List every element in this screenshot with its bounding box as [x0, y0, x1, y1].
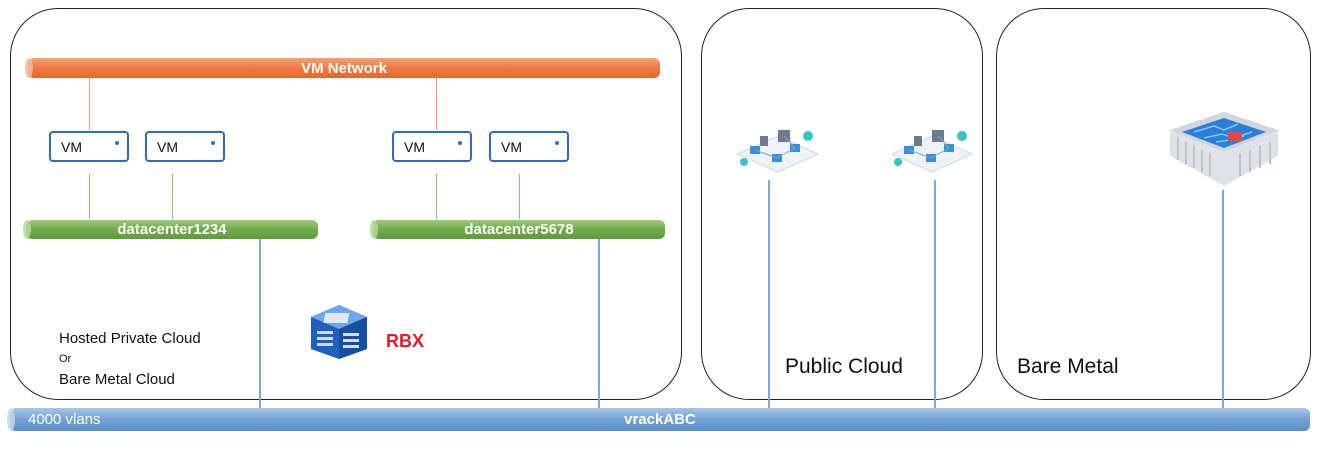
vm-box-2[interactable]: VM — [145, 131, 225, 162]
bare-metal-cloud-label: Bare Metal Cloud — [59, 371, 175, 388]
connector-dc1-vrack — [259, 238, 261, 410]
vm-label: VM — [61, 138, 82, 155]
vm-status-dot — [211, 141, 215, 145]
connector-vmnet-vm3 — [436, 76, 437, 130]
vm-box-3[interactable]: VM — [392, 131, 472, 162]
datacenter5678-label: datacenter5678 — [464, 221, 574, 238]
vrack-label: vrackABC — [624, 411, 696, 428]
vm-status-dot — [458, 141, 462, 145]
public-cloud-panel — [701, 8, 983, 400]
bare-metal-server-icon — [1164, 108, 1284, 192]
vrack-bar: vrackABC — [7, 408, 1310, 431]
datacenter1234-label: datacenter1234 — [117, 221, 227, 238]
connector-vm3-dc2 — [436, 174, 437, 219]
vm-label: VM — [404, 138, 425, 155]
bare-metal-panel — [996, 8, 1311, 400]
vm-network-bar: VM Network — [25, 58, 660, 78]
datacenter1234-bar: datacenter1234 — [23, 220, 318, 239]
vm-label: VM — [501, 138, 522, 155]
vm-box-4[interactable]: VM — [489, 131, 569, 162]
datacenter-building-icon — [305, 303, 373, 361]
hosted-private-cloud-label: Hosted Private Cloud — [59, 330, 201, 347]
connector-dc2-vrack — [598, 238, 600, 410]
vm-status-dot — [115, 141, 119, 145]
connector-vm2-dc1 — [172, 174, 173, 219]
connector-vm4-dc2 — [519, 174, 520, 219]
connector-cloud1-vrack — [768, 180, 770, 410]
bare-metal-label: Bare Metal — [1017, 355, 1119, 378]
vm-status-dot — [555, 141, 559, 145]
cloud-infrastructure-icon — [730, 124, 826, 180]
vm-network-label: VM Network — [301, 59, 387, 77]
vlans-label: 4000 vlans — [28, 411, 101, 428]
connector-cloud2-vrack — [934, 180, 936, 410]
public-cloud-label: Public Cloud — [785, 355, 903, 378]
location-rbx-label: RBX — [386, 331, 425, 351]
cloud-infrastructure-icon — [884, 124, 980, 180]
or-label: Or — [59, 353, 72, 365]
vm-label: VM — [157, 138, 178, 155]
connector-vmnet-vm1 — [89, 76, 90, 130]
connector-server-vrack — [1222, 190, 1224, 410]
datacenter5678-bar: datacenter5678 — [370, 220, 665, 239]
vm-box-1[interactable]: VM — [49, 131, 129, 162]
connector-vm1-dc1 — [89, 174, 90, 219]
